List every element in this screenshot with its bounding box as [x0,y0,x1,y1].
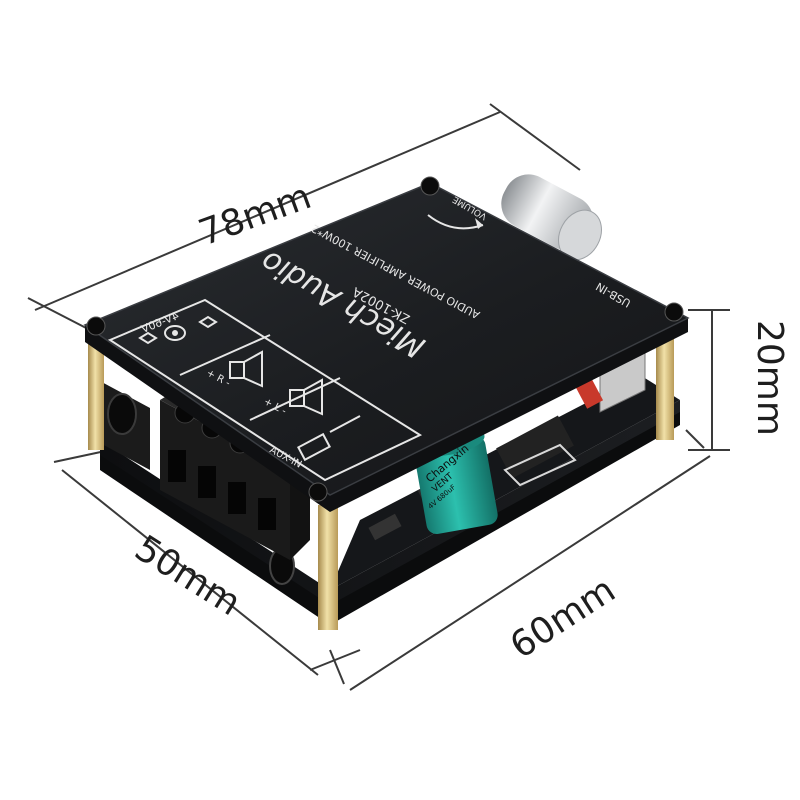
speaker-icon [229,350,323,416]
dc-power-jack [98,380,150,470]
lid-screw [308,482,328,502]
lid-screw [420,176,440,196]
volume-knob [501,174,602,261]
standoff [88,340,104,450]
silkscreen [503,443,577,487]
lid-screw [86,316,106,336]
standoff [656,328,674,440]
smd [368,513,402,541]
terminal-slot [168,450,186,482]
port-label-panel [107,298,423,482]
dimension-height-label: 20mm [749,320,790,436]
chip [496,415,574,479]
terminal-slot [258,498,276,530]
volume-arrow-head [475,218,483,229]
lid-screw [664,302,684,322]
standoffs [88,328,674,630]
audio-jack-icon [297,415,361,462]
terminal-slot [228,482,246,514]
top-lid: 4V-60V + R - + L - AUX-IN Miech Audio ZK… [83,176,690,512]
standoff [318,505,338,630]
dimension-lines [27,103,730,691]
power-jack-icon [138,315,218,345]
dimension-width-label: 60mm [503,569,623,667]
terminal-slot [198,466,216,498]
